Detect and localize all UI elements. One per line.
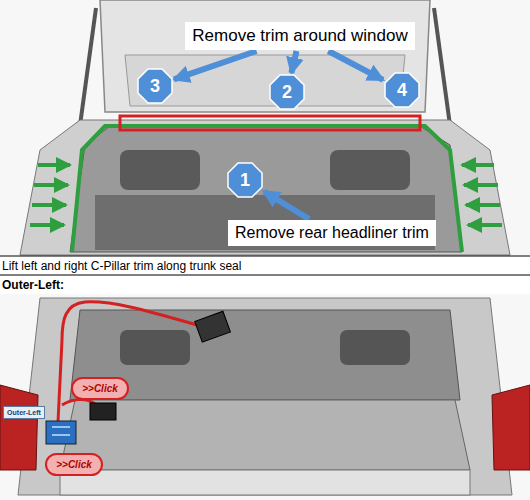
push-arrows [30,165,502,225]
rear-window [70,310,460,400]
push-arrow [34,183,68,187]
connector-detail [52,434,70,436]
section-heading: Outer-Left: [2,278,64,292]
node-text: >>Click [56,459,92,470]
callout-number: 1 [227,162,263,198]
callout-number: 4 [384,72,420,108]
seat-headrest [330,150,410,190]
photo-ground [0,294,530,500]
push-arrow [462,163,494,167]
pointer-arrow [264,192,309,219]
push-arrow [468,223,502,227]
headliner-trim-outline [120,116,420,130]
tailgate-panel [100,0,430,112]
instruction-box: Remove rear headliner trim [228,220,436,246]
tailgate [0,0,530,255]
seat-headrest [340,330,410,365]
octagon-fill [385,73,419,107]
blue-connector [46,421,76,444]
wire-harness [58,302,215,422]
octagon-fill [138,69,172,103]
click-callout: >>Click [45,453,103,476]
push-arrow [32,203,66,207]
callout-number: 3 [137,68,173,104]
click-callout: >>Click [71,377,129,400]
window-opening [70,126,462,252]
black-connector [90,403,116,420]
node-text: 2 [282,82,292,103]
pointer-arrow [174,51,257,79]
seat-headrest [120,330,190,365]
control-module [195,311,231,342]
octagon-fill [270,75,304,109]
table-rule [0,256,530,257]
callout-number: 2 [269,74,305,110]
body-frame [20,120,510,255]
pointer-arrow [291,51,296,73]
node-text: 3 [150,76,160,97]
trim-outline [72,126,462,252]
node-text: Remove rear headliner trim [235,224,429,242]
control-module-body [195,311,231,342]
push-arrow [30,223,64,227]
trunk-illustration [0,294,530,500]
node-text: Remove trim around window [192,26,407,46]
node-text: 4 [397,80,407,101]
photo-ground [0,0,530,255]
pointer-arrow [328,51,383,80]
instruction-box: Remove trim around window [185,22,415,50]
table-rule [0,275,530,276]
table-rules [0,256,530,275]
seat-back [95,195,435,250]
trunk-frame [18,298,512,495]
push-arrow [38,163,70,167]
cargo-cover [60,400,470,470]
connector-detail [52,426,70,428]
seat-headrest [120,150,200,190]
tail-light [0,385,38,470]
octagon-fill [228,163,262,197]
push-arrow [466,203,500,207]
position-tag: Outer-Left [3,406,45,419]
step-caption: Lift left and right C-Pillar trim along … [2,259,241,273]
push-arrow [464,183,498,187]
trunk-floor [60,470,470,495]
tailgate-inner [125,55,405,106]
tail-light [492,385,530,470]
node-text: >>Click [82,383,118,394]
node-text: 1 [240,170,250,191]
node-text: Outer-Left [7,409,41,416]
